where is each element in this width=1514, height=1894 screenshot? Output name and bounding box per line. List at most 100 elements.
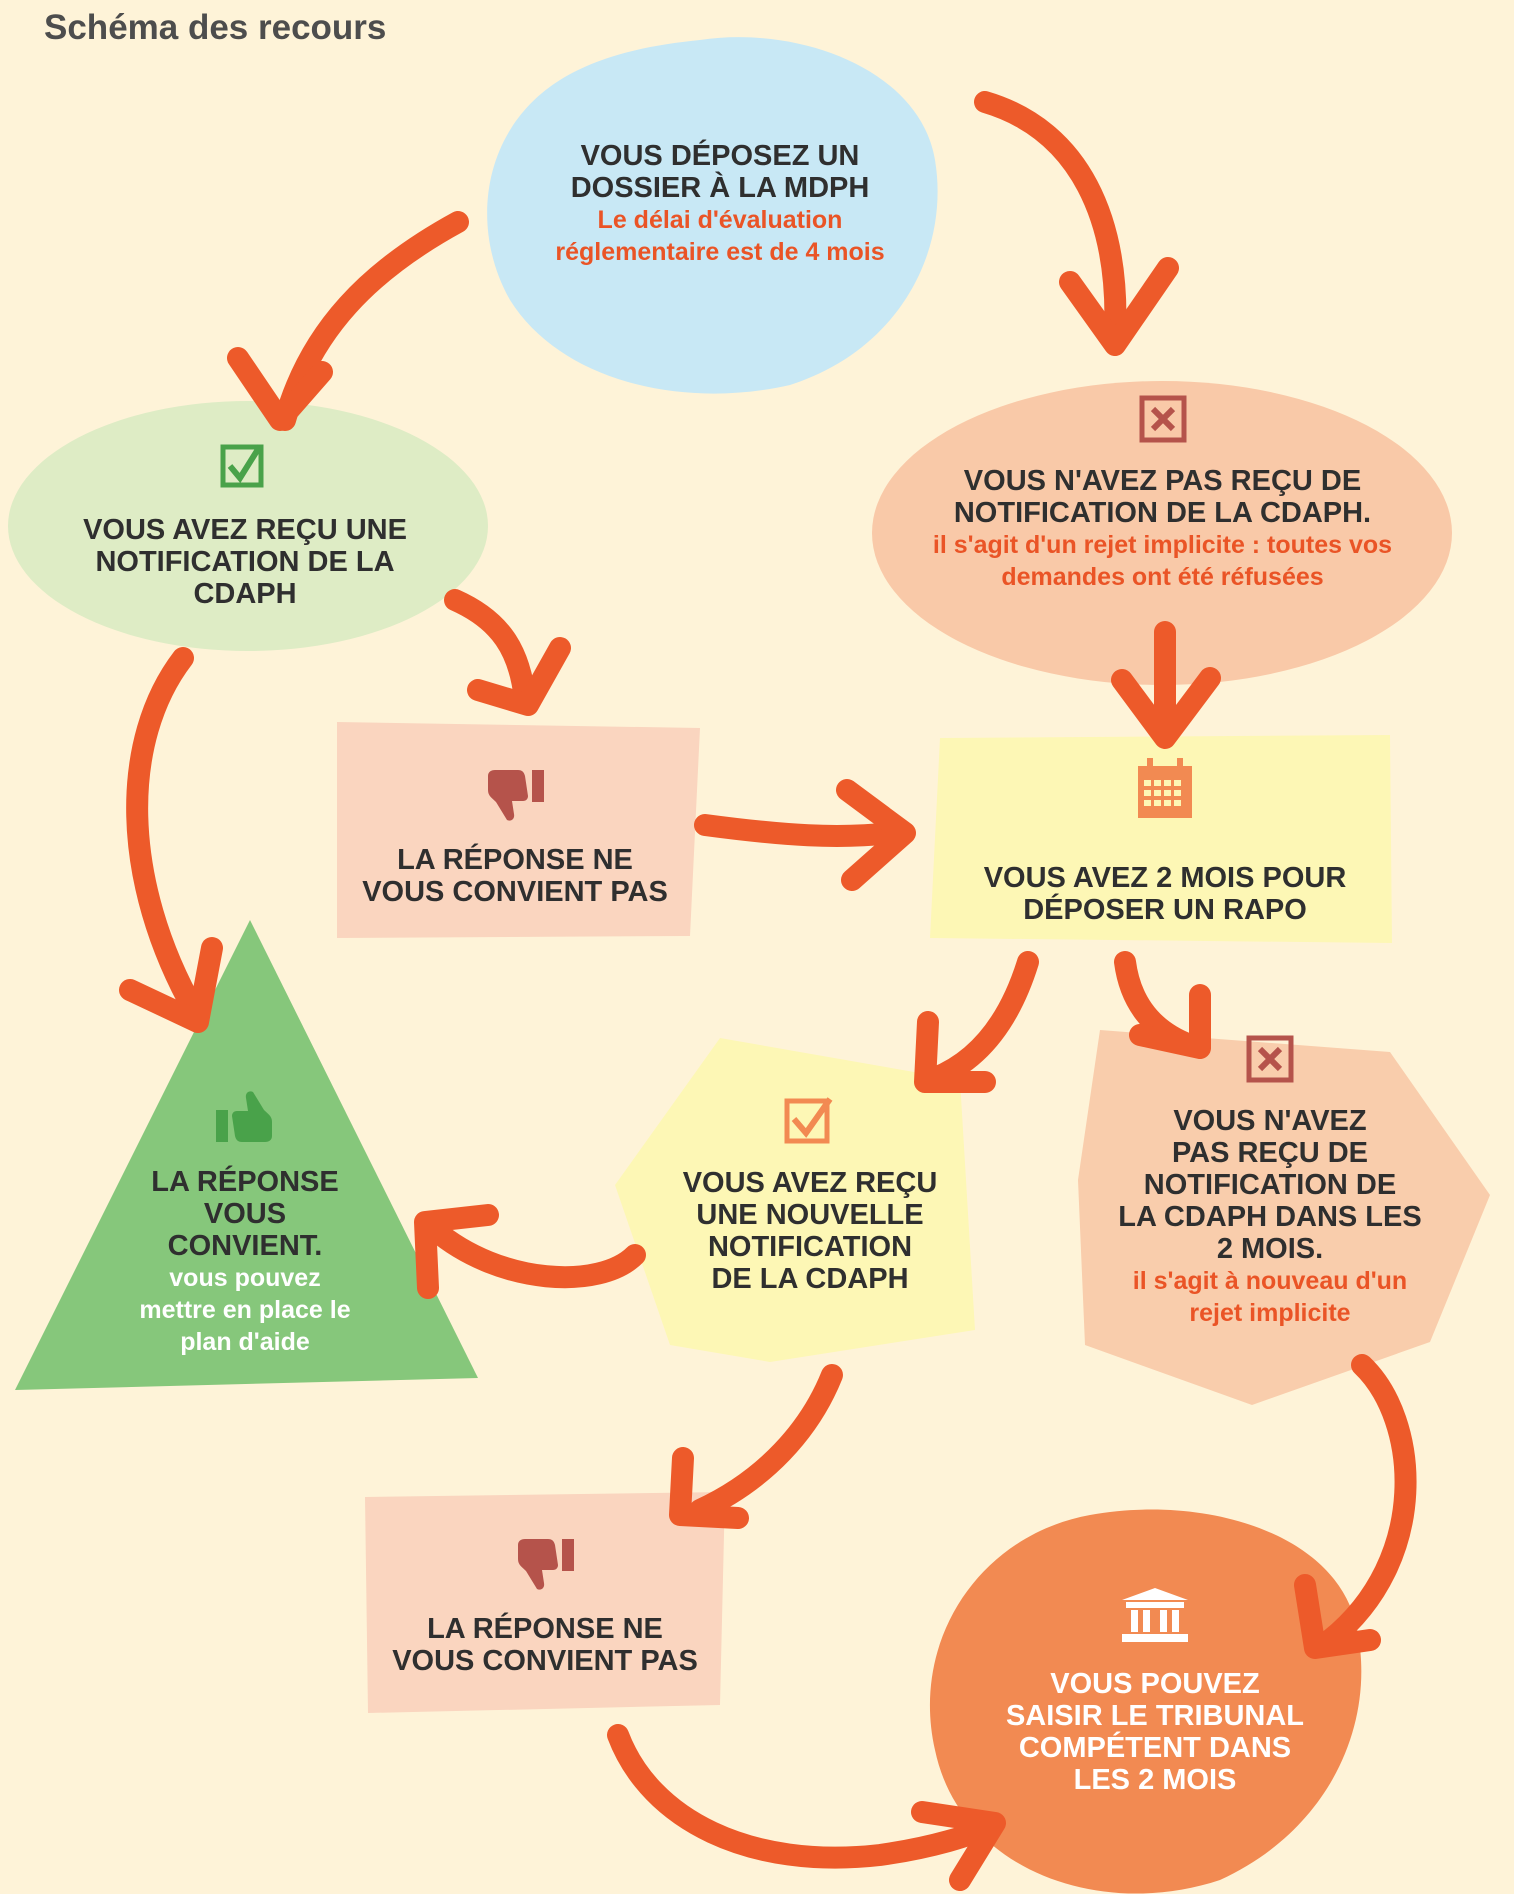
arrowhead-1	[227, 347, 333, 431]
text-line: DÉPOSER UN RAPO	[1023, 894, 1307, 926]
node-no-notification-2-main: VOUS N'AVEZ PAS REÇU DE NOTIFICATION DE …	[1118, 1105, 1421, 1265]
text-line: 2 MOIS.	[1216, 1233, 1324, 1265]
arrow-two-months-to-new-notification	[924, 951, 1039, 1089]
text-line: PAS REÇU DE	[1171, 1137, 1369, 1169]
thumbs-down-icon	[518, 1539, 574, 1590]
text-line: VOUS	[203, 1198, 287, 1230]
text-line: UNE NOUVELLE	[696, 1199, 924, 1231]
checked-box-icon	[220, 444, 264, 488]
text-line: NOTIFICATION	[707, 1231, 913, 1263]
text-line: LES 2 MOIS	[1073, 1764, 1237, 1796]
arrowhead-10	[669, 1447, 749, 1529]
node-received: VOUS AVEZ REÇU UNE NOTIFICATION DE LA CD…	[45, 442, 445, 610]
text-line: VOUS N'AVEZ PAS REÇU DE	[963, 465, 1362, 497]
text-line: VOUS CONVIENT PAS	[362, 876, 668, 908]
suitable-triangle	[15, 920, 478, 1390]
text-line: CONVIENT.	[167, 1230, 323, 1262]
text-line: mettre en place le	[139, 1296, 351, 1324]
arrow-received-to-suitable	[126, 647, 206, 1023]
arrow-not-suitable-2-to-tribunal	[607, 1724, 1001, 1869]
text-line: LA RÉPONSE NE	[397, 844, 633, 876]
node-two-months-main: VOUS AVEZ 2 MOIS POUR DÉPOSER UN RAPO	[984, 862, 1347, 926]
node-not-suitable-2: LA RÉPONSE NE VOUS CONVIENT PAS	[370, 1537, 720, 1677]
arrowhead-9	[414, 1204, 499, 1299]
arrow-start-to-not-received	[974, 91, 1127, 346]
thumbs-down-icon	[488, 770, 544, 821]
text-line: CDAPH	[193, 578, 297, 610]
text-line: rejet implicite	[1189, 1299, 1351, 1327]
two-months-box	[930, 735, 1392, 943]
text-line: NOTIFICATION DE LA CDAPH.	[953, 497, 1372, 529]
not-suitable-1-box	[337, 722, 700, 938]
node-tribunal: VOUS POUVEZ SAISIR LE TRIBUNAL COMPÉTENT…	[980, 1588, 1330, 1796]
arrowhead-12	[911, 1801, 1006, 1891]
text-line: COMPÉTENT DANS	[1018, 1732, 1292, 1764]
node-no-notification-2: VOUS N'AVEZ PAS REÇU DE NOTIFICATION DE …	[1100, 1035, 1440, 1329]
no-notification-2-polygon	[1078, 1030, 1490, 1405]
arrowhead-6	[1111, 667, 1221, 749]
text-line: LA RÉPONSE	[151, 1166, 339, 1198]
page-title: Schéma des recours	[44, 8, 387, 47]
arrowhead-7	[914, 1011, 996, 1093]
text-line: réglementaire est de 4 mois	[555, 238, 885, 266]
text-line: Le délai d'évaluation	[597, 206, 843, 234]
node-not-suitable-2-main: LA RÉPONSE NE VOUS CONVIENT PAS	[392, 1613, 698, 1677]
text-line: VOUS CONVIENT PAS	[392, 1645, 698, 1677]
node-no-notification-2-sub: il s'agit à nouveau d'un rejet implicite	[1133, 1265, 1407, 1329]
tribunal-blob	[929, 1509, 1362, 1894]
text-line: VOUS DÉPOSEZ UN	[580, 140, 860, 172]
arrow-not-suitable-to-two-months	[694, 814, 911, 847]
text-line: SAISIR LE TRIBUNAL	[1005, 1700, 1305, 1732]
node-not-received: VOUS N'AVEZ PAS REÇU DE NOTIFICATION DE …	[890, 395, 1435, 593]
text-line: NOTIFICATION DE LA	[95, 546, 395, 578]
node-not-suitable-1: LA RÉPONSE NE VOUS CONVIENT PAS	[340, 768, 690, 908]
node-start-sub: Le délai d'évaluation réglementaire est …	[555, 204, 884, 268]
not-received-ellipse	[872, 381, 1452, 685]
node-not-received-main: VOUS N'AVEZ PAS REÇU DE NOTIFICATION DE …	[954, 465, 1371, 529]
arrowhead-8	[1129, 984, 1211, 1059]
text-line: DE LA CDAPH	[711, 1263, 909, 1295]
text-line: VOUS AVEZ REÇU UNE	[83, 514, 407, 546]
arrowhead-5	[836, 779, 916, 891]
node-received-main: VOUS AVEZ REÇU UNE NOTIFICATION DE LA CD…	[83, 514, 407, 610]
text-line: VOUS AVEZ 2 MOIS POUR	[983, 862, 1347, 894]
arrowhead-11	[1294, 1574, 1381, 1659]
thumbs-up-icon	[216, 1091, 272, 1142]
received-ellipse	[8, 401, 488, 651]
arrow-new-notification-to-not-suitable-2	[689, 1364, 843, 1521]
text-line: vous pouvez	[169, 1264, 321, 1292]
text-line: VOUS POUVEZ	[1050, 1668, 1260, 1700]
text-line: il s'agit d'un rejet implicite : toutes …	[932, 531, 1393, 559]
text-line: il s'agit à nouveau d'un	[1132, 1267, 1408, 1295]
arrow-received-to-not-suitable	[444, 589, 536, 711]
node-suitable-sub: vous pouvez mettre en place le plan d'ai…	[139, 1262, 350, 1358]
node-not-received-sub: il s'agit d'un rejet implicite : toutes …	[933, 529, 1392, 593]
text-line: VOUS AVEZ REÇU	[682, 1167, 938, 1199]
text-line: NOTIFICATION DE	[1143, 1169, 1397, 1201]
text-line: LA RÉPONSE NE	[427, 1613, 663, 1645]
node-suitable: LA RÉPONSE VOUS CONVIENT. vous pouvez me…	[95, 1090, 395, 1358]
node-tribunal-main: VOUS POUVEZ SAISIR LE TRIBUNAL COMPÉTENT…	[1006, 1668, 1304, 1796]
text-line: demandes ont été réfusées	[1001, 563, 1324, 591]
text-line: LA CDAPH DANS LES	[1118, 1201, 1422, 1233]
calendar-icon	[1138, 758, 1192, 818]
arrowhead-4	[119, 937, 223, 1033]
node-start: VOUS DÉPOSEZ UN DOSSIER À LA MDPH Le dél…	[520, 140, 920, 268]
text-line: plan d'aide	[180, 1328, 310, 1356]
node-not-suitable-1-main: LA RÉPONSE NE VOUS CONVIENT PAS	[362, 844, 668, 908]
arrow-no-notification-to-tribunal	[1319, 1354, 1417, 1651]
node-new-notification-main: VOUS AVEZ REÇU UNE NOUVELLE NOTIFICATION…	[683, 1167, 938, 1295]
node-two-months: VOUS AVEZ 2 MOIS POUR DÉPOSER UN RAPO	[950, 758, 1380, 926]
arrowhead-3	[467, 637, 571, 716]
checked-box-icon	[784, 1097, 833, 1144]
crossed-box-icon	[1246, 1035, 1294, 1083]
node-suitable-main: LA RÉPONSE VOUS CONVIENT.	[151, 1166, 338, 1262]
node-start-main: VOUS DÉPOSEZ UN DOSSIER À LA MDPH	[571, 140, 870, 204]
arrowhead-2	[1059, 257, 1179, 356]
text-line: DOSSIER À LA MDPH	[570, 172, 870, 204]
node-new-notification: VOUS AVEZ REÇU UNE NOUVELLE NOTIFICATION…	[660, 1095, 960, 1295]
new-notification-blob	[615, 1038, 975, 1362]
courthouse-icon	[1122, 1588, 1188, 1642]
arrow-new-notification-to-suitable	[424, 1219, 646, 1289]
